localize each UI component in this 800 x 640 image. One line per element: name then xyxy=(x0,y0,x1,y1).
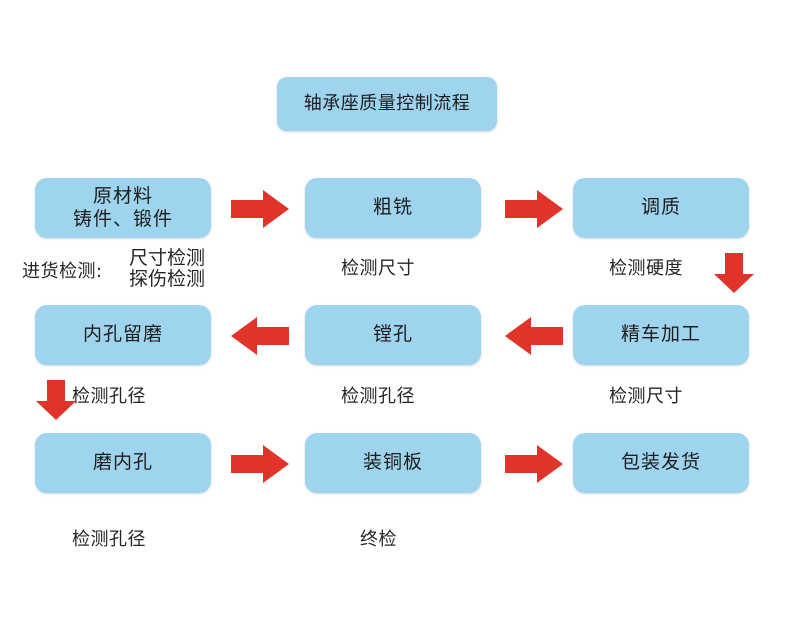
node-mount-copper-plate[interactable]: 装铜板 xyxy=(305,433,481,493)
caption-mount-copper-plate: 终检 xyxy=(360,529,397,550)
node-mount-copper-plate-label: 装铜板 xyxy=(362,451,423,474)
caption-finish-turning: 检测尺寸 xyxy=(609,386,683,407)
node-quench-temper[interactable]: 调质 xyxy=(573,178,749,238)
caption-intake-body: 尺寸检测 探伤检测 xyxy=(129,247,206,291)
arrow-down-icon xyxy=(714,253,754,293)
flowchart-title-label: 轴承座质量控制流程 xyxy=(303,93,471,115)
node-rough-milling-label: 粗铣 xyxy=(372,196,413,219)
node-packing-shipping-label: 包装发货 xyxy=(620,451,701,474)
arrow-right-icon xyxy=(505,445,563,483)
arrow-left-icon xyxy=(231,317,289,355)
node-raw-material-label: 原材料 铸件、锻件 xyxy=(72,184,173,230)
arrow-down-icon xyxy=(36,380,76,420)
caption-grind-inner-hole: 检测孔径 xyxy=(72,529,146,550)
node-rough-milling[interactable]: 粗铣 xyxy=(305,178,481,238)
node-boring-label: 镗孔 xyxy=(372,323,413,346)
arrow-right-icon xyxy=(231,445,289,483)
caption-quench-temper: 检测硬度 xyxy=(609,258,683,279)
node-boring[interactable]: 镗孔 xyxy=(305,305,481,365)
node-finish-turning[interactable]: 精车加工 xyxy=(573,305,749,365)
node-finish-turning-label: 精车加工 xyxy=(620,323,701,346)
node-bore-grind-reserve[interactable]: 内孔留磨 xyxy=(35,305,211,365)
node-grind-inner-hole[interactable]: 磨内孔 xyxy=(35,433,211,493)
node-raw-material[interactable]: 原材料 铸件、锻件 xyxy=(35,178,211,238)
arrow-right-icon xyxy=(231,190,289,228)
node-quench-temper-label: 调质 xyxy=(640,196,681,219)
caption-boring: 检测孔径 xyxy=(341,386,415,407)
arrow-left-icon xyxy=(505,317,563,355)
node-packing-shipping[interactable]: 包装发货 xyxy=(573,433,749,493)
arrow-right-icon xyxy=(505,190,563,228)
caption-bore-grind-reserve: 检测孔径 xyxy=(72,386,146,407)
caption-intake-prefix: 进货检测: xyxy=(22,261,103,282)
node-grind-inner-hole-label: 磨内孔 xyxy=(92,451,153,474)
caption-rough-milling: 检测尺寸 xyxy=(341,258,415,279)
node-bore-grind-reserve-label: 内孔留磨 xyxy=(82,323,163,346)
flowchart-title-box: 轴承座质量控制流程 xyxy=(277,77,497,131)
